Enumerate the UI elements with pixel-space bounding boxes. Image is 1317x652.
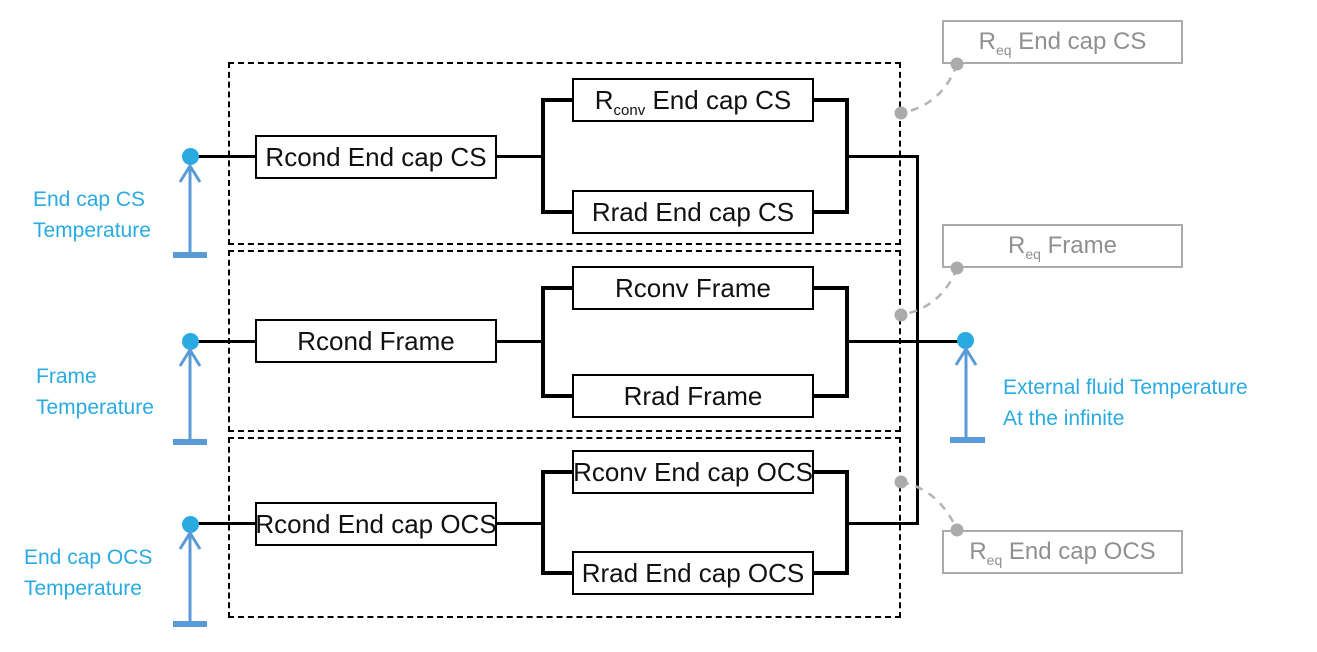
resistor-box-rrad-endcap-cs: Rrad End cap CS <box>572 190 814 234</box>
req-label-sub: eq <box>1025 245 1041 262</box>
resistor-label: Rcond End cap OCS <box>255 508 497 539</box>
req-label-rest: End cap CS <box>1011 28 1147 55</box>
wire-stub-bottom-right-cs <box>812 210 849 214</box>
wire-node-to-rcond-ocs <box>190 522 255 525</box>
resistor-label: Rrad Frame <box>623 380 763 411</box>
wire-stub-bottom-right-ocs <box>812 571 849 575</box>
wire-split-left-frame <box>541 286 545 398</box>
req-connector-frame <box>900 267 959 317</box>
req-box-endcap-cs: Req End cap CS <box>942 20 1183 64</box>
resistor-box-rcond-endcap-ocs: Rcond End cap OCS <box>255 502 497 546</box>
temp-label-line1: End cap CS <box>33 188 146 211</box>
wire-output-frame <box>847 340 962 343</box>
wire-split-left-ocs <box>541 470 545 575</box>
wire-stub-bottom-right-frame <box>812 394 849 398</box>
temp-label-line2: Temperature <box>33 219 151 242</box>
node-dot-external <box>957 332 974 349</box>
resistor-label: Rconv Frame <box>614 272 772 303</box>
resistor-box-rconv-endcap-cs: Rconv End cap CS <box>572 78 814 122</box>
resistor-box-rrad-frame: Rrad Frame <box>572 374 814 418</box>
temp-label-line2: Temperature <box>36 396 154 419</box>
resistor-label: R <box>594 84 614 115</box>
wire-output-ocs <box>847 522 918 525</box>
resistor-label-sub: conv <box>613 101 646 119</box>
resistor-label: Rcond Frame <box>297 325 455 356</box>
temp-label-line2: At the infinite <box>1003 407 1125 430</box>
temp-label-line1: End cap OCS <box>24 546 153 569</box>
resistor-box-rrad-endcap-ocs: Rrad End cap OCS <box>572 551 814 595</box>
req-label: R <box>969 538 987 565</box>
wire-stub-bottom-left-frame <box>541 394 574 398</box>
node-dot-endcap-ocs <box>182 516 199 533</box>
wire-stub-top-left-frame <box>541 286 574 290</box>
req-box-frame: Req Frame <box>942 224 1183 268</box>
req-label-sub: eq <box>996 41 1012 58</box>
node-dot-frame <box>182 333 199 350</box>
temp-label-endcap-cs: End cap CS Temperature <box>33 184 151 246</box>
wire-rcond-to-split-frame <box>497 340 545 343</box>
wire-stub-bottom-left-cs <box>541 210 574 214</box>
req-box-endcap-ocs: Req End cap OCS <box>942 530 1183 574</box>
wire-rcond-to-split-ocs <box>497 522 545 525</box>
section-box-endcap-ocs <box>228 437 901 618</box>
wire-node-to-rcond-frame <box>190 340 255 343</box>
resistor-box-rconv-frame: Rconv Frame <box>572 266 814 310</box>
wire-rcond-to-split-cs <box>497 155 545 158</box>
req-connector-cs <box>900 63 959 115</box>
temp-label-frame: Frame Temperature <box>36 361 154 423</box>
resistor-label-rest: End cap CS <box>645 84 792 115</box>
resistor-label: Rrad End cap CS <box>591 196 795 227</box>
wire-stub-top-right-ocs <box>812 470 849 474</box>
temp-arrow-endcap-ocs <box>173 530 207 627</box>
temp-label-line2: Temperature <box>24 577 142 600</box>
wire-split-left-cs <box>541 98 545 214</box>
req-label-sub: eq <box>986 551 1003 568</box>
temp-arrow-frame <box>173 347 207 445</box>
resistor-label: Rrad End cap OCS <box>581 557 805 588</box>
resistor-label: Rcond End cap CS <box>265 141 487 172</box>
resistor-box-rcond-endcap-cs: Rcond End cap CS <box>255 135 497 179</box>
req-label: R <box>1008 232 1026 259</box>
section-box-endcap-cs <box>228 62 901 245</box>
wire-common-bus <box>916 155 919 525</box>
wire-stub-top-left-cs <box>541 98 574 102</box>
resistor-box-rconv-endcap-ocs: Rconv End cap OCS <box>572 450 814 494</box>
resistor-label: Rconv End cap OCS <box>573 456 813 487</box>
temp-label-external: External fluid Temperature At the infini… <box>1003 372 1248 434</box>
wire-stub-top-right-frame <box>812 286 849 290</box>
wire-stub-top-left-ocs <box>541 470 574 474</box>
wire-output-cs <box>847 155 918 158</box>
temp-label-line1: External fluid Temperature <box>1003 376 1248 399</box>
wire-stub-top-right-cs <box>812 98 849 102</box>
req-label: R <box>978 28 996 55</box>
temp-label-endcap-ocs: End cap OCS Temperature <box>24 542 152 604</box>
wire-node-to-rcond-cs <box>190 155 255 158</box>
temp-arrow-endcap-cs <box>173 163 207 258</box>
temp-arrow-external <box>950 346 985 443</box>
resistor-box-rcond-frame: Rcond Frame <box>255 319 497 363</box>
wire-stub-bottom-left-ocs <box>541 571 574 575</box>
req-label-rest: End cap OCS <box>1002 538 1156 565</box>
req-label-rest: Frame <box>1040 232 1117 259</box>
temp-label-line1: Frame <box>36 365 97 388</box>
node-dot-endcap-cs <box>182 148 199 165</box>
